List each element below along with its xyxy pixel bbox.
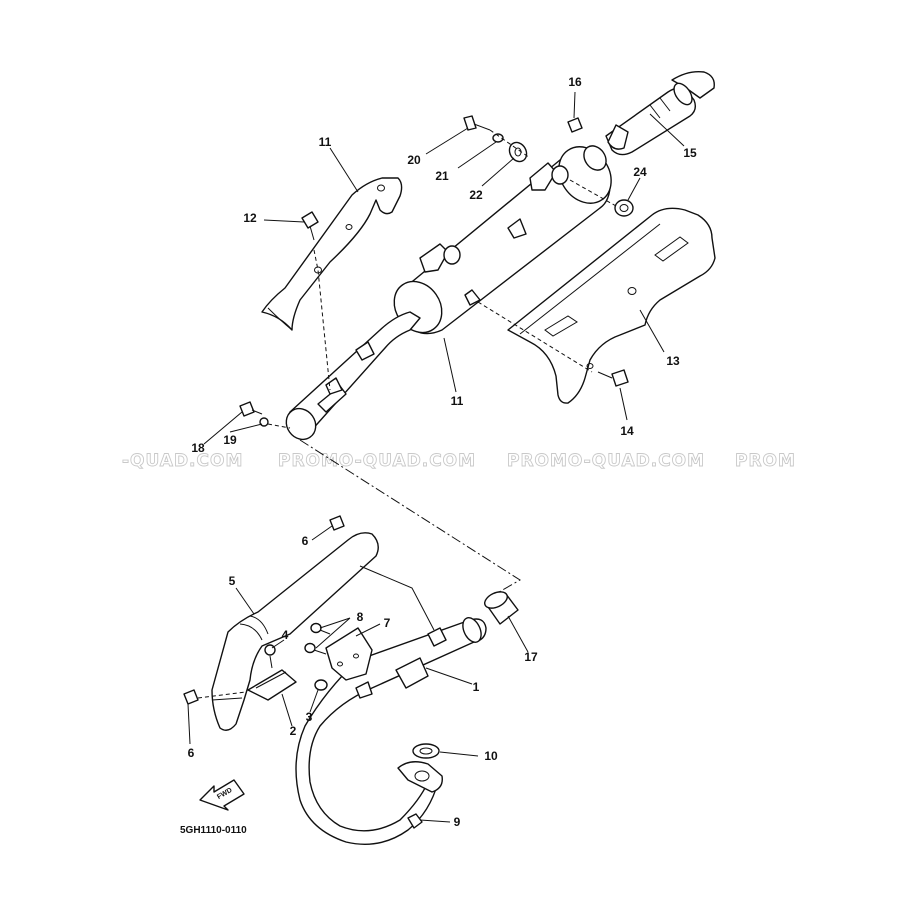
bolt-15 bbox=[597, 369, 629, 387]
bolt-6-bottom bbox=[183, 689, 199, 705]
nut-3 bbox=[314, 679, 328, 691]
fwd-arrow-icon: FWD bbox=[199, 779, 245, 811]
watermark-2: PROMO-QUAD.COM bbox=[278, 451, 476, 471]
callout-16: 15 bbox=[683, 146, 697, 160]
callout-21: 20 bbox=[407, 153, 421, 167]
bolt-13 bbox=[301, 211, 319, 241]
ref-line-14 bbox=[477, 301, 593, 373]
callout-3: 3 bbox=[306, 710, 313, 724]
diagram-code: 5GH1110-0110 bbox=[180, 825, 247, 836]
washer-22 bbox=[492, 133, 504, 143]
callout-10: 10 bbox=[484, 749, 498, 763]
callout-5: 5 bbox=[229, 574, 236, 588]
ref-line-joint bbox=[299, 439, 521, 601]
callout-2: 2 bbox=[290, 724, 297, 738]
callout-labels: 11 12 20 21 22 16 15 24 13 14 11 18 19 6… bbox=[188, 75, 697, 829]
sleeve-18 bbox=[484, 591, 519, 625]
callout-18: 17 bbox=[524, 650, 538, 664]
gasket-10 bbox=[412, 743, 440, 759]
callout-11: 11 bbox=[451, 394, 464, 408]
ref-line-12 bbox=[313, 249, 331, 391]
callout-20: 19 bbox=[223, 433, 237, 447]
callout-24: 24 bbox=[633, 165, 647, 179]
tail-pipe-16 bbox=[605, 70, 715, 156]
flange-9 bbox=[397, 761, 443, 793]
leader-lines bbox=[187, 91, 685, 823]
pipe-protector-12 bbox=[261, 177, 403, 331]
ref-line-6 bbox=[197, 691, 247, 699]
bolt-8a bbox=[310, 622, 331, 635]
heat-protector-5 bbox=[211, 532, 379, 731]
watermark-4: PROM bbox=[735, 451, 796, 471]
callout-13: 12 bbox=[243, 211, 257, 225]
ref-line-21 bbox=[489, 129, 531, 159]
ref-line-24 bbox=[569, 179, 617, 207]
callout-14: 13 bbox=[666, 354, 680, 368]
watermark-3: PROMO-QUAD.COM bbox=[507, 451, 705, 471]
heat-protector-14 bbox=[507, 207, 716, 404]
callout-9: 9 bbox=[454, 815, 461, 829]
callout-8: 8 bbox=[357, 610, 364, 624]
bolt-19 bbox=[239, 401, 263, 417]
callout-12: 11 bbox=[319, 135, 332, 149]
bolt-17 bbox=[567, 117, 583, 133]
washer-20 bbox=[259, 417, 269, 427]
callout-19: 18 bbox=[191, 441, 205, 455]
grommet-23 bbox=[508, 141, 528, 163]
callout-15: 14 bbox=[620, 424, 634, 438]
clamp-2 bbox=[247, 669, 297, 701]
watermark-row: -QUAD.COM PROMO-QUAD.COM PROMO-QUAD.COM … bbox=[122, 451, 796, 472]
callout-22: 21 bbox=[435, 169, 449, 183]
bolt-4 bbox=[264, 644, 276, 669]
callout-23: 22 bbox=[469, 188, 483, 202]
ref-line-5-1 bbox=[359, 565, 435, 631]
ref-line-19 bbox=[267, 423, 291, 429]
bolt-6-top bbox=[329, 515, 345, 531]
callout-4: 4 bbox=[282, 628, 289, 642]
bolt-8b bbox=[304, 642, 327, 655]
callout-1: 1 bbox=[473, 680, 480, 694]
callout-17: 16 bbox=[568, 75, 582, 89]
watermark-1: -QUAD.COM bbox=[122, 451, 243, 471]
callout-6-top: 6 bbox=[302, 534, 309, 548]
collar-24 bbox=[614, 199, 634, 217]
bracket-7 bbox=[325, 627, 373, 681]
upper-exhaust-pipe bbox=[285, 311, 421, 441]
callout-7: 7 bbox=[384, 616, 391, 630]
bolt-21 bbox=[463, 115, 491, 131]
exhaust-pipe-1 bbox=[295, 617, 487, 845]
nut-9 bbox=[407, 813, 423, 829]
callout-6-bottom: 6 bbox=[188, 746, 195, 760]
